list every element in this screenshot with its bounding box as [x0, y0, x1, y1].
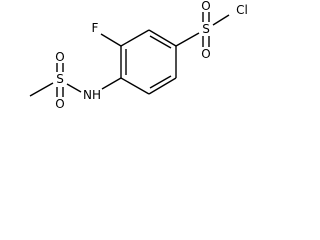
mesyl-oxygen-top-label: O [55, 50, 64, 64]
bond-c5-amine [101, 77, 122, 90]
ring-double-bond-c3-c4 [149, 75, 172, 89]
ring-bond-c1-c2 [148, 29, 177, 47]
mesyl-sulfur-label: S [56, 72, 64, 86]
bond-c2-sulfonyl-sulfur [175, 32, 200, 47]
sulfonyl-sulfur-label: S [202, 22, 210, 36]
bond-c6-fluorine [100, 33, 122, 47]
chlorine-label: Cl [236, 3, 248, 17]
sulfonyl-oxygen-top-label: O [201, 0, 210, 13]
mesyl-oxygen-bottom-label: O [55, 97, 64, 111]
structure-diagram: F S Cl O O NH S O O [29, 0, 248, 111]
ring-bond-c6-c1 [120, 29, 150, 47]
bond-sulfur-chlorine [212, 14, 230, 26]
fluorine-label: F [92, 21, 99, 35]
ring-bond-c3-c4 [148, 77, 177, 95]
bond-mesyl-sulfur-methyl [29, 82, 54, 97]
sulfonyl-oxygen-bottom-label: O [201, 47, 210, 61]
benzene-ring [120, 29, 177, 95]
ring-bond-c4-c5 [120, 77, 150, 95]
amine-label: NH [83, 88, 101, 102]
bond-amine-mesyl-sulfur [66, 83, 82, 93]
ring-double-bond-c1-c2 [149, 35, 172, 49]
